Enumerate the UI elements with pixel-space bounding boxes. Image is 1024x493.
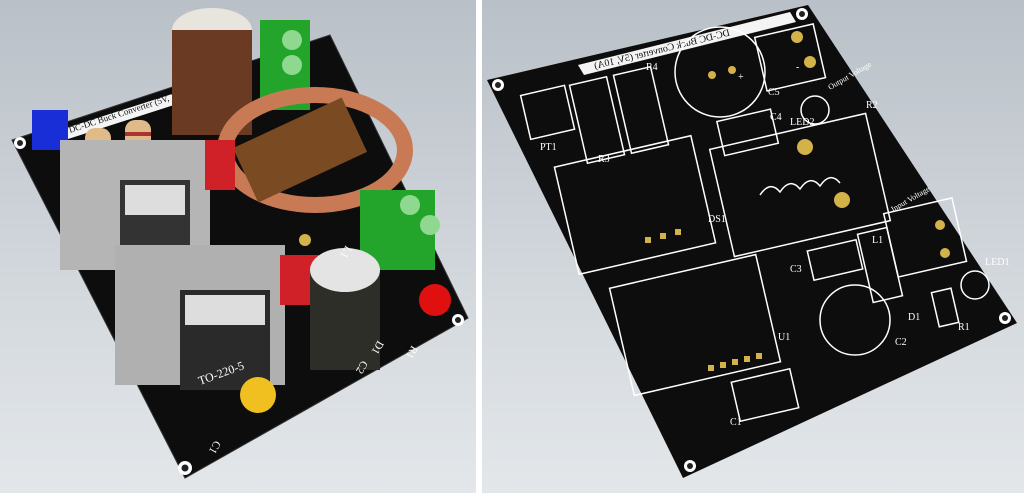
pcb-board (487, 5, 1017, 478)
label-led2: LED2 (790, 117, 814, 128)
label-c4: C4 (770, 112, 782, 123)
capacitor-c2 (310, 248, 380, 370)
label-d1: D1 (908, 312, 920, 323)
label-c1: C1 (730, 417, 742, 428)
label-c3: C3 (790, 264, 802, 275)
label-d1: D1 (369, 339, 386, 357)
label-r1: R1 (403, 344, 420, 361)
label-r4: R4 (646, 62, 658, 73)
heatsink-2: TO-220-5 (115, 245, 285, 390)
pcb-2d-silkscreen-view: DC-DC Buck Converter (5V, 10A) PT1 R3 R4… (482, 0, 1024, 493)
pcb-3d-component-view: DC-DC Buck Converter (5V, 10A) TO-220-5 … (0, 0, 476, 493)
label-c1: C1 (206, 439, 223, 456)
label-r2: R2 (866, 100, 878, 111)
label-pt1: PT1 (540, 142, 557, 153)
label-c2: C2 (353, 359, 370, 376)
label-led1: LED1 (985, 257, 1009, 268)
label-c2: C2 (895, 337, 907, 348)
label-l1: L1 (872, 235, 883, 246)
label-ds1: DS1 (708, 214, 726, 225)
label-c5: C5 (768, 87, 780, 98)
label-r1: R1 (958, 322, 970, 333)
label-l1: L1 (337, 244, 354, 261)
label-u1: U1 (778, 332, 790, 343)
label-minus: - (796, 62, 799, 73)
label-plus: + (738, 72, 744, 83)
capacitor-c1 (240, 377, 276, 413)
led1 (419, 284, 451, 316)
label-r3: R3 (598, 154, 610, 165)
